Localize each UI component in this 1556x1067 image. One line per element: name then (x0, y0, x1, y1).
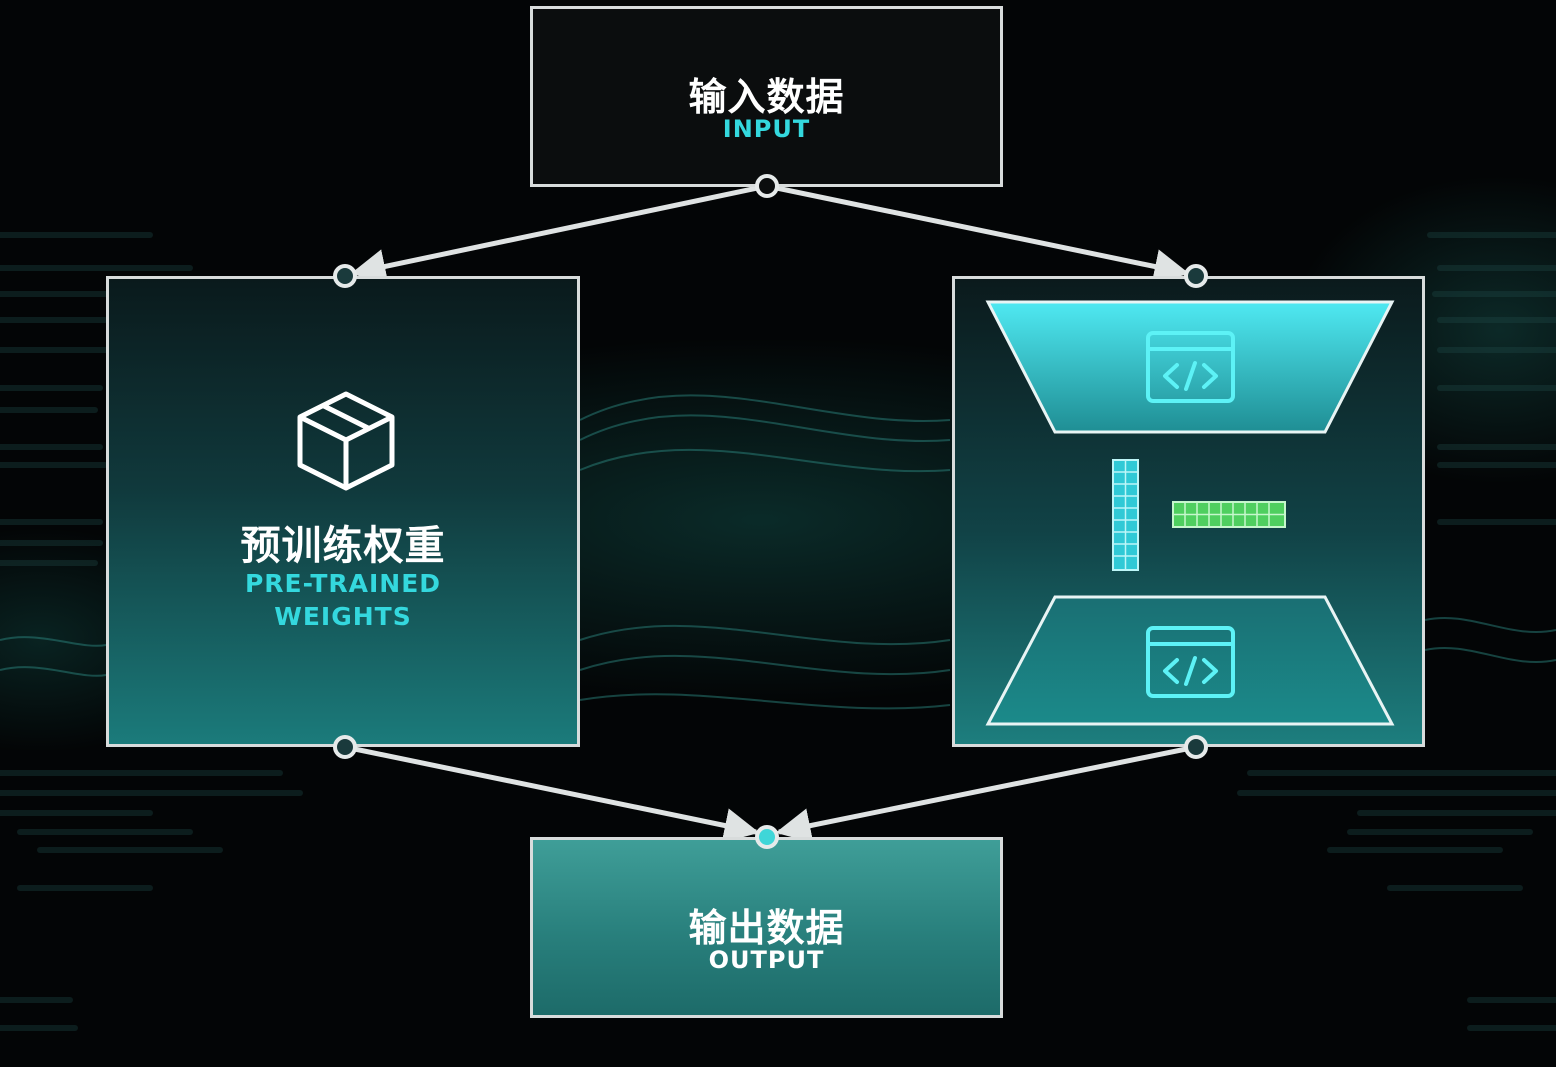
weights-label-zh: 预训练权重 (240, 523, 446, 569)
output-node: 输出数据 OUTPUT (530, 837, 1003, 1018)
weights-label-en: PRE-TRAINED WEIGHTS (109, 567, 577, 633)
package-box-icon (297, 391, 395, 491)
output-label-en: OUTPUT (708, 946, 825, 974)
encoder-decoder-graphic (985, 300, 1395, 726)
upper-code-window-icon (1146, 331, 1235, 403)
horizontal-vector-grid (1172, 501, 1286, 528)
input-label-zh: 输入数据 (688, 75, 845, 119)
model-node (952, 276, 1425, 747)
weights-label-en-line2: WEIGHTS (274, 602, 412, 631)
input-node: 输入数据 INPUT (530, 6, 1003, 187)
input-label-en: INPUT (722, 115, 811, 143)
lower-code-window-icon (1146, 626, 1235, 698)
pretrained-weights-node: 预训练权重 PRE-TRAINED WEIGHTS (106, 276, 580, 747)
decoder-trapezoid (985, 595, 1395, 726)
output-label-zh: 输出数据 (688, 906, 845, 950)
encoder-trapezoid (985, 300, 1395, 434)
weights-label-en-line1: PRE-TRAINED (244, 569, 442, 598)
vertical-vector-grid (1112, 459, 1139, 571)
